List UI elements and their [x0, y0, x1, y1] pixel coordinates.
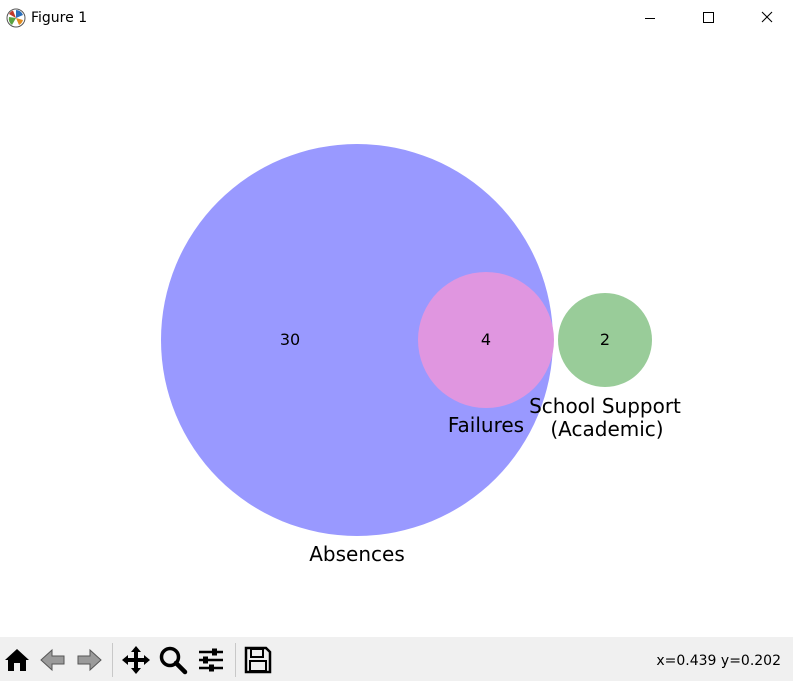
venn-set-label-school-support-line2: (Academic): [550, 417, 663, 441]
navigation-toolbar: [0, 637, 793, 681]
forward-button[interactable]: [72, 643, 106, 677]
venn-circle-school-support: [558, 293, 652, 387]
configure-subplots-button[interactable]: [194, 643, 228, 677]
minimize-icon: [645, 18, 655, 19]
home-button[interactable]: [0, 643, 34, 677]
back-icon: [40, 648, 65, 672]
toolbar-separator: [112, 643, 113, 677]
cursor-coordinates: x=0.439 y=0.202: [656, 653, 781, 669]
venn-set-label-school-support-line1: School Support: [529, 394, 681, 418]
forward-icon: [77, 648, 102, 672]
pan-icon: [122, 646, 150, 674]
toolbar-separator: [235, 643, 236, 677]
configure-subplots-icon: [199, 648, 223, 672]
maximize-icon: [703, 12, 714, 23]
window-title: Figure 1: [31, 10, 88, 26]
zoom-icon: [159, 646, 188, 675]
save-icon: [244, 646, 272, 674]
save-button[interactable]: [241, 643, 275, 677]
maximize-button[interactable]: [685, 0, 731, 37]
matplotlib-icon: [6, 8, 26, 28]
back-button[interactable]: [36, 643, 70, 677]
venn-value-school-support: 2: [600, 330, 610, 349]
pan-button[interactable]: [119, 643, 153, 677]
venn-circle-failures: [418, 272, 554, 408]
home-icon: [5, 649, 29, 671]
venn-diagram: 30 4 2 Absences Failures School Support …: [161, 144, 681, 566]
venn-set-label-failures: Failures: [448, 413, 524, 437]
close-icon: [761, 11, 773, 23]
window-titlebar: Figure 1: [0, 0, 793, 37]
venn-value-failures: 4: [481, 330, 491, 349]
venn-set-label-absences: Absences: [309, 542, 405, 566]
venn-circle-absences: [161, 144, 553, 536]
zoom-button[interactable]: [156, 643, 190, 677]
figure-canvas[interactable]: 30 4 2 Absences Failures School Support …: [0, 37, 793, 637]
venn-value-absences-only: 30: [280, 330, 300, 349]
close-button[interactable]: [744, 0, 790, 37]
minimize-button[interactable]: [627, 0, 673, 37]
